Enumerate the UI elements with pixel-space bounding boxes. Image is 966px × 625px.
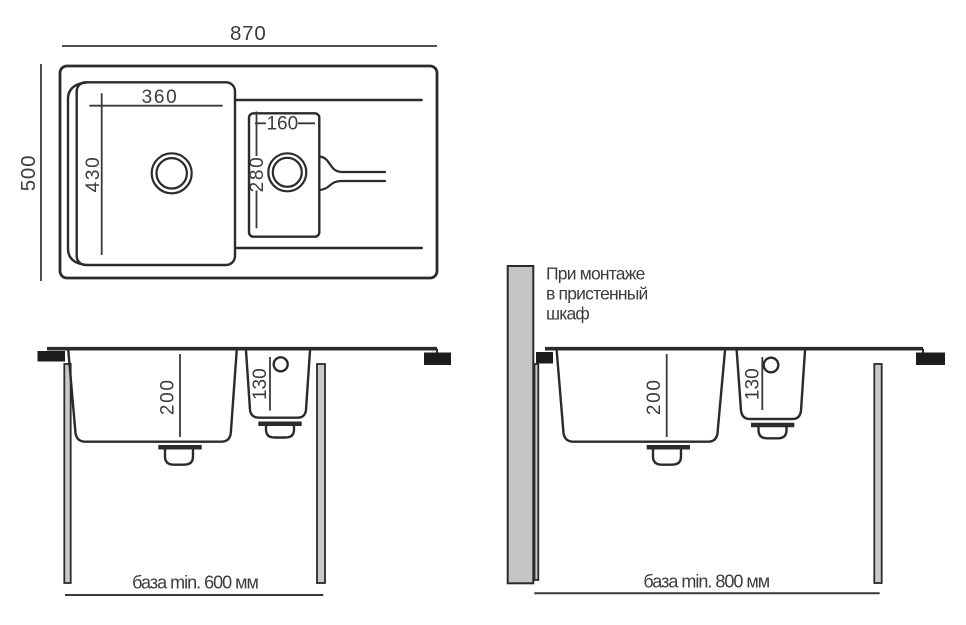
wall-note-1: При монтаже [546,263,645,283]
wall-panel [506,265,535,585]
top-view: 870 500 360 430 160 280 [17,22,439,281]
cabinet-side-left-b [316,363,326,584]
main-bowl-section-r [555,349,727,443]
cabinet-side-left-a [63,363,72,584]
main-drain-bowl [163,447,195,466]
small-bowl [247,112,321,238]
wall-note-3: шкаф [546,303,589,323]
cabinet-side-right-b [873,363,883,584]
cabinet-side-right-a [533,363,540,581]
clamp-left-a [37,351,65,362]
dim-label-500: 500 [17,155,40,192]
main-bowl [75,81,237,267]
dim-label-130-left: 130 [250,368,271,400]
overflow-hole-left [272,356,289,373]
main-drain-inner [155,157,188,190]
dim-label-200-right: 200 [644,378,665,415]
main-bowl-rim-edge [66,81,88,267]
main-bowl-section [67,349,238,443]
dim-label-430: 430 [83,156,104,193]
dim-label-160: 160 [266,113,298,134]
dim-label-130-right: 130 [742,368,763,400]
clamp-right-b [916,352,945,365]
section-view-800: При монтаже в пристенный шкаф 200 130 ба… [506,263,945,595]
section-view-600: 200 130 база min. 600 мм [37,346,451,596]
small-drain-inner [271,156,303,188]
small-drain-bowl-r [757,425,788,440]
sink-outline [58,64,439,280]
main-drain-outer [150,152,193,195]
clamp-right-a [536,352,553,364]
wall-note-2: в пристенный [546,283,648,303]
dim-label-200-left: 200 [158,378,179,415]
overflow-channel-top [318,155,387,174]
small-drain-outer [267,152,308,193]
base-label-600: база min. 600 мм [132,572,258,592]
dim-label-280: 280 [247,156,268,193]
small-bowl-section-r [735,349,807,421]
base-label-800: база min. 800 мм [643,571,769,591]
dim-label-360: 360 [142,87,179,108]
dim-label-870: 870 [230,22,267,45]
small-drain-bowl [264,424,296,439]
main-drain-bowl-r [651,447,683,466]
small-bowl-section [244,349,312,419]
overflow-channel-bottom [318,179,387,192]
clamp-left-b [424,352,451,365]
overflow-hole-right [762,356,780,374]
